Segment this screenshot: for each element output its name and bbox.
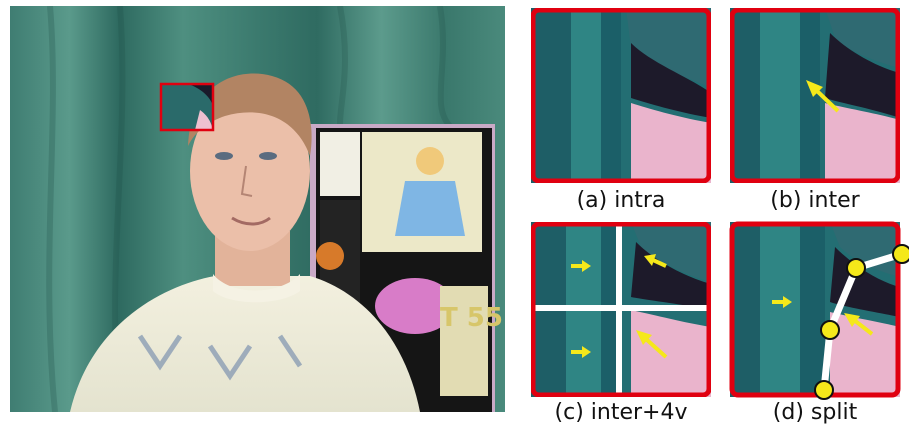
motion-arrow-icon	[806, 80, 840, 113]
poster: T 55	[310, 124, 503, 412]
quad-partition-lines	[531, 222, 711, 397]
panel-split-image	[729, 221, 909, 400]
panel-inter-4v-image	[531, 222, 711, 397]
poster-text: T 55	[440, 303, 503, 333]
main-frame-image: T 55	[10, 6, 505, 412]
panel-intra	[531, 8, 711, 183]
split-boundary	[814, 244, 909, 400]
highlight-border	[729, 221, 901, 398]
highlight-border	[730, 8, 900, 183]
caption-inter: (b) inter	[770, 188, 860, 213]
motion-arrow-icon	[571, 260, 591, 272]
motion-arrow-icon	[571, 346, 591, 358]
highlight-border	[531, 222, 711, 397]
person	[70, 73, 420, 412]
motion-arrow-icon	[636, 330, 668, 359]
split-node-icon	[846, 258, 866, 278]
split-node-icon	[820, 320, 840, 340]
caption-inter-4v: (c) inter+4v	[554, 400, 688, 425]
highlighted-block	[159, 82, 215, 132]
split-node-icon	[892, 244, 909, 264]
caption-split: (d) split	[772, 400, 858, 425]
motion-arrow-icon	[644, 254, 667, 268]
motion-arrow-icon	[772, 296, 792, 308]
main-frame: T 55	[10, 6, 505, 412]
panel-inter-4v	[531, 222, 711, 397]
panel-inter	[730, 8, 900, 183]
panel-split	[729, 221, 909, 400]
split-node-icon	[814, 380, 834, 400]
panel-inter-image	[730, 8, 900, 183]
panel-intra-image	[531, 8, 711, 183]
highlight-border	[531, 8, 711, 183]
motion-arrow-icon	[844, 313, 874, 336]
caption-intra: (a) intra	[576, 188, 666, 213]
